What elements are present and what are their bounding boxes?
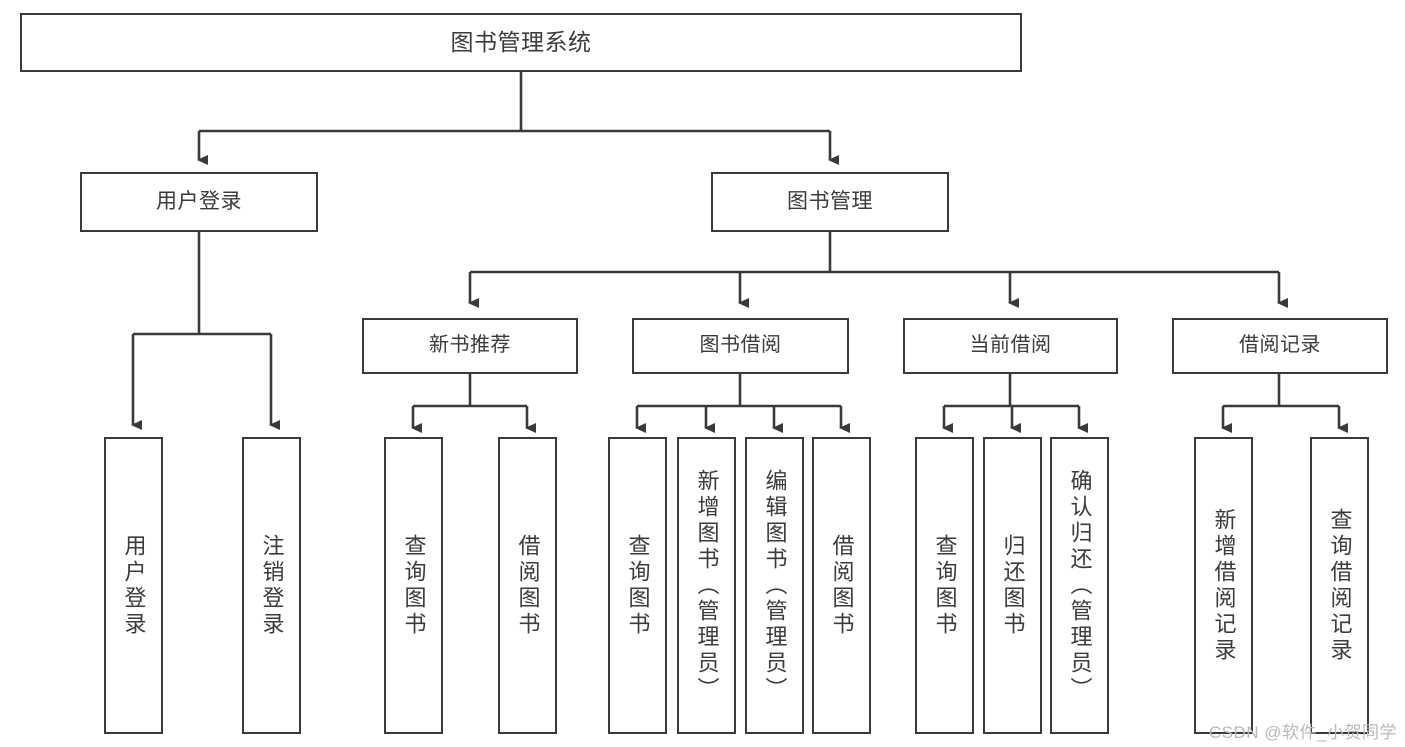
leaf-borrow-record-query-label: 查询借阅记录 [1327, 507, 1353, 664]
leaf-book-borrow-borrow[interactable]: 借阅图书 [812, 437, 871, 734]
node-book-borrow[interactable]: 图书借阅 [632, 318, 849, 374]
leaf-borrow-record-add[interactable]: 新增借阅记录 [1194, 437, 1253, 734]
leaf-new-book-query[interactable]: 查询图书 [384, 437, 443, 734]
leaf-book-borrow-query-label: 查询图书 [625, 533, 651, 638]
leaf-book-borrow-add[interactable]: 新增图书（管理员） [677, 437, 736, 734]
node-root[interactable]: 图书管理系统 [20, 13, 1022, 72]
leaf-current-borrow-confirm-label: 确认归还（管理员） [1067, 468, 1093, 703]
leaf-book-borrow-borrow-label: 借阅图书 [829, 533, 855, 638]
leaf-current-borrow-confirm[interactable]: 确认归还（管理员） [1050, 437, 1109, 734]
leaf-current-borrow-query-label: 查询图书 [932, 533, 958, 638]
leaf-book-borrow-edit[interactable]: 编辑图书（管理员） [745, 437, 804, 734]
node-new-book-recommend-label: 新书推荐 [429, 334, 511, 357]
leaf-user-login-signin[interactable]: 用户登录 [104, 437, 163, 734]
leaf-book-borrow-query[interactable]: 查询图书 [608, 437, 667, 734]
leaf-book-borrow-edit-label: 编辑图书（管理员） [762, 468, 788, 703]
node-root-label: 图书管理系统 [450, 29, 592, 56]
node-borrow-record-label: 借阅记录 [1239, 334, 1321, 357]
leaf-new-book-query-label: 查询图书 [401, 533, 427, 638]
leaf-borrow-record-add-label: 新增借阅记录 [1211, 507, 1237, 664]
node-user-login-label: 用户登录 [156, 189, 242, 213]
node-book-borrow-label: 图书借阅 [699, 334, 782, 357]
leaf-user-login-signout-label: 注销登录 [259, 533, 285, 638]
leaf-book-borrow-add-label: 新增图书（管理员） [694, 468, 720, 703]
leaf-current-borrow-return[interactable]: 归还图书 [983, 437, 1042, 734]
node-current-borrow[interactable]: 当前借阅 [903, 318, 1118, 374]
node-book-management-label: 图书管理 [787, 189, 873, 213]
node-new-book-recommend[interactable]: 新书推荐 [362, 318, 578, 374]
node-current-borrow-label: 当前借阅 [969, 334, 1052, 357]
leaf-new-book-borrow-label: 借阅图书 [515, 533, 541, 638]
leaf-new-book-borrow[interactable]: 借阅图书 [498, 437, 557, 734]
leaf-user-login-signin-label: 用户登录 [121, 533, 147, 638]
leaf-user-login-signout[interactable]: 注销登录 [242, 437, 301, 734]
node-book-management[interactable]: 图书管理 [711, 172, 949, 232]
leaf-borrow-record-query[interactable]: 查询借阅记录 [1310, 437, 1369, 734]
node-user-login[interactable]: 用户登录 [80, 172, 318, 232]
node-borrow-record[interactable]: 借阅记录 [1172, 318, 1388, 374]
leaf-current-borrow-return-label: 归还图书 [1000, 533, 1026, 638]
leaf-current-borrow-query[interactable]: 查询图书 [915, 437, 974, 734]
watermark-text: CSDN @软件_小贺同学 [1208, 723, 1397, 742]
